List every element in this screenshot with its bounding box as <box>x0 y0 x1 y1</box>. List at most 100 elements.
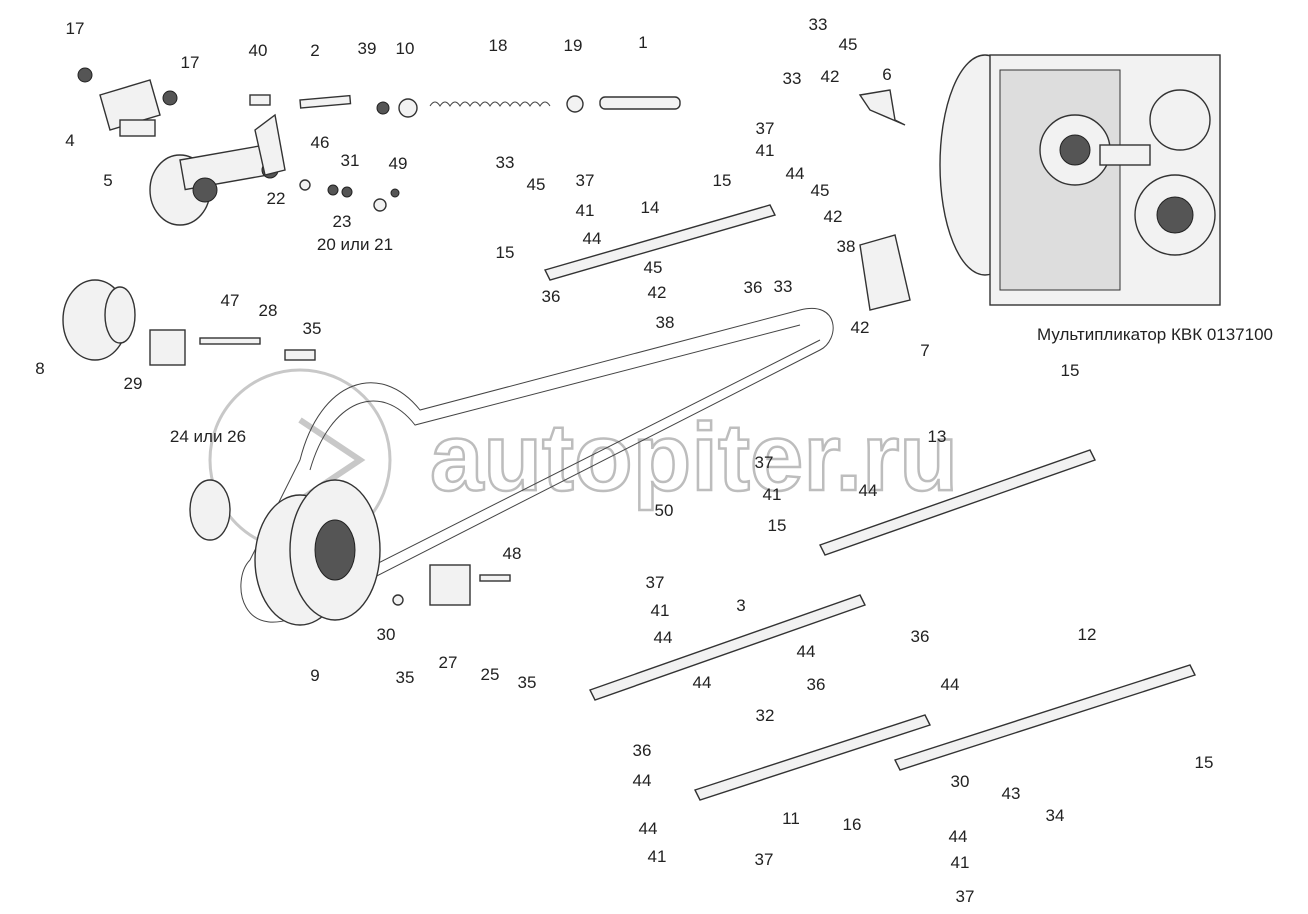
callout-label: 36 <box>542 287 561 306</box>
callout-label: 6 <box>882 65 891 84</box>
callout-label: 10 <box>396 39 415 58</box>
callout-label: 16 <box>843 815 862 834</box>
callout-label: 44 <box>693 673 712 692</box>
callout-label: 48 <box>503 544 522 563</box>
callout-label: 19 <box>564 36 583 55</box>
tensioner-assembly <box>77 67 681 226</box>
callout-label: 42 <box>851 318 870 337</box>
callout-label: 36 <box>911 627 930 646</box>
callout-label: 38 <box>656 313 675 332</box>
callout-label: 41 <box>648 847 667 866</box>
callout-label: 45 <box>527 175 546 194</box>
callout-label: 28 <box>259 301 278 320</box>
callout-label: 44 <box>797 642 816 661</box>
callout-label: 15 <box>1195 753 1214 772</box>
callout-label: 27 <box>439 653 458 672</box>
callout-label: 18 <box>489 36 508 55</box>
callout-label: 41 <box>756 141 775 160</box>
callout-label: 15 <box>496 243 515 262</box>
callout-label: 42 <box>821 67 840 86</box>
callout-label: 44 <box>859 481 878 500</box>
callout-label: 44 <box>633 771 652 790</box>
callout-label: 17 <box>66 19 85 38</box>
callout-label: 2 <box>310 41 319 60</box>
watermark-text: autopiter.ru <box>430 404 958 511</box>
callout-label: 37 <box>755 453 774 472</box>
callout-label: 37 <box>755 850 774 869</box>
callout-label: 44 <box>654 628 673 647</box>
callout-label: 33 <box>496 153 515 172</box>
pulley-large <box>189 479 511 626</box>
callout-label: 35 <box>396 668 415 687</box>
multiplier-gearbox <box>939 54 1221 306</box>
callout-label: 5 <box>103 171 112 190</box>
callout-label: 44 <box>583 229 602 248</box>
callout-label: 47 <box>221 291 240 310</box>
callout-label: 14 <box>641 198 660 217</box>
callout-label: 15 <box>713 171 732 190</box>
callout-label: 43 <box>1002 784 1021 803</box>
callout-label: 44 <box>639 819 658 838</box>
callout-label: 41 <box>651 601 670 620</box>
callout-label: 31 <box>341 151 360 170</box>
callout-label: 30 <box>951 772 970 791</box>
callout-label: 33 <box>774 277 793 296</box>
callout-label: 15 <box>768 516 787 535</box>
callout-label: 37 <box>576 171 595 190</box>
callout-label: 50 <box>655 501 674 520</box>
callout-label: 42 <box>824 207 843 226</box>
callout-label: 36 <box>744 278 763 297</box>
callout-label: 41 <box>951 853 970 872</box>
callout-label: 37 <box>646 573 665 592</box>
callout-label: 42 <box>648 283 667 302</box>
callout-label: 17 <box>181 53 200 72</box>
callout-label: 15 <box>1061 361 1080 380</box>
callout-label: 33 <box>783 69 802 88</box>
callout-label: 37 <box>756 119 775 138</box>
callout-label: 35 <box>303 319 322 338</box>
callout-label: 41 <box>576 201 595 220</box>
watermark-logo: autopiter.ru <box>208 368 959 552</box>
callout-label: 1 <box>638 33 647 52</box>
callout-label: 9 <box>310 666 319 685</box>
callout-label: 44 <box>949 827 968 846</box>
callout-label: 49 <box>389 154 408 173</box>
callout-label: 3 <box>736 596 745 615</box>
callout-label: 46 <box>311 133 330 152</box>
callout-label: 11 <box>782 809 800 828</box>
mounting-bars <box>543 89 1196 801</box>
drive-belt <box>240 307 834 623</box>
callout-label: 39 <box>358 39 377 58</box>
callout-label: 45 <box>644 258 663 277</box>
callout-label: 40 <box>249 41 268 60</box>
callout-label: 44 <box>786 164 805 183</box>
callout-label: 12 <box>1078 625 1097 644</box>
callout-label: 24 или 26 <box>170 427 246 446</box>
callout-label: 45 <box>839 35 858 54</box>
assembly-caption: Мультипликатор КВК 0137100 <box>1037 325 1273 344</box>
callout-label: 30 <box>377 625 396 644</box>
callout-label: 7 <box>920 341 929 360</box>
callout-label: 41 <box>763 485 782 504</box>
callout-label: 20 или 21 <box>317 235 393 254</box>
callout-label: 36 <box>807 675 826 694</box>
callout-label: 22 <box>267 189 286 208</box>
pulley-small <box>62 279 316 366</box>
callout-label: 38 <box>837 237 856 256</box>
callout-label: 8 <box>35 359 44 378</box>
callout-label: 37 <box>956 887 975 906</box>
callout-label: 33 <box>809 15 828 34</box>
callout-label: 4 <box>65 131 74 150</box>
callout-label: 25 <box>481 665 500 684</box>
callout-label: 32 <box>756 706 775 725</box>
callout-label: 45 <box>811 181 830 200</box>
callout-label: 34 <box>1046 806 1065 825</box>
callout-label: 13 <box>928 427 947 446</box>
callout-label: 36 <box>633 741 652 760</box>
callout-label: 29 <box>124 374 143 393</box>
callout-label: 44 <box>941 675 960 694</box>
callout-label: 23 <box>333 212 352 231</box>
